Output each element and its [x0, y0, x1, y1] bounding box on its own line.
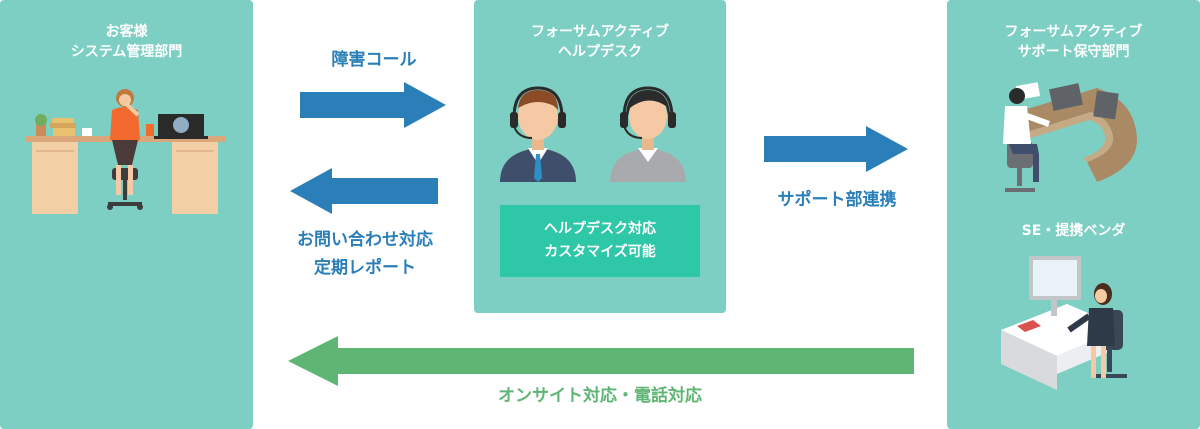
- support-title-line2: サポート保守部門: [1017, 44, 1130, 60]
- se-vendor-illustration: [997, 250, 1147, 400]
- support-panel-title: フォーサムアクティブ サポート保守部門: [947, 22, 1200, 62]
- customer-panel: お客様 システム管理部門: [0, 0, 253, 429]
- support-engineer-desk-illustration: [987, 72, 1147, 202]
- onsite-response-label: オンサイト対応・電話対応: [498, 386, 702, 406]
- helpdesk-title-line1: フォーサムアクティブ: [531, 24, 669, 40]
- customer-panel-title: お客様 システム管理部門: [0, 22, 253, 62]
- fault-call-arrow: [300, 82, 448, 128]
- inquiry-response-arrow: [290, 168, 438, 214]
- helpdesk-box-line2: カスタマイズ可能: [544, 244, 656, 260]
- office-worker-desk-illustration: [20, 80, 230, 215]
- support-link-arrow: [764, 126, 910, 172]
- inquiry-response-label: お問い合わせ対応 定期レポート: [270, 226, 460, 282]
- support-panel: フォーサムアクティブ サポート保守部門 SE・提携ベンダ: [947, 0, 1200, 429]
- helpdesk-box-line1: ヘルプデスク対応: [544, 221, 656, 237]
- inquiry-label-line2: 定期レポート: [314, 258, 416, 278]
- helpdesk-panel-title: フォーサムアクティブ ヘルプデスク: [474, 22, 726, 62]
- helpdesk-title-line2: ヘルプデスク: [558, 44, 642, 60]
- helpdesk-customizable-box: ヘルプデスク対応 カスタマイズ可能: [500, 205, 700, 277]
- onsite-response-arrow: [288, 336, 914, 386]
- headset-operators-illustration: [498, 84, 704, 184]
- customer-title-line1: お客様: [105, 24, 148, 40]
- inquiry-label-line1: お問い合わせ対応: [297, 230, 433, 250]
- customer-title-line2: システム管理部門: [70, 44, 183, 60]
- helpdesk-panel: フォーサムアクティブ ヘルプデスク ヘルプデス: [474, 0, 726, 313]
- support-link-label: サポート部連携: [777, 190, 897, 210]
- support-title-line1: フォーサムアクティブ: [1004, 24, 1143, 40]
- fault-call-label: 障害コール: [331, 50, 417, 70]
- se-partner-vendor-label: SE・提携ベンダ: [1021, 223, 1126, 239]
